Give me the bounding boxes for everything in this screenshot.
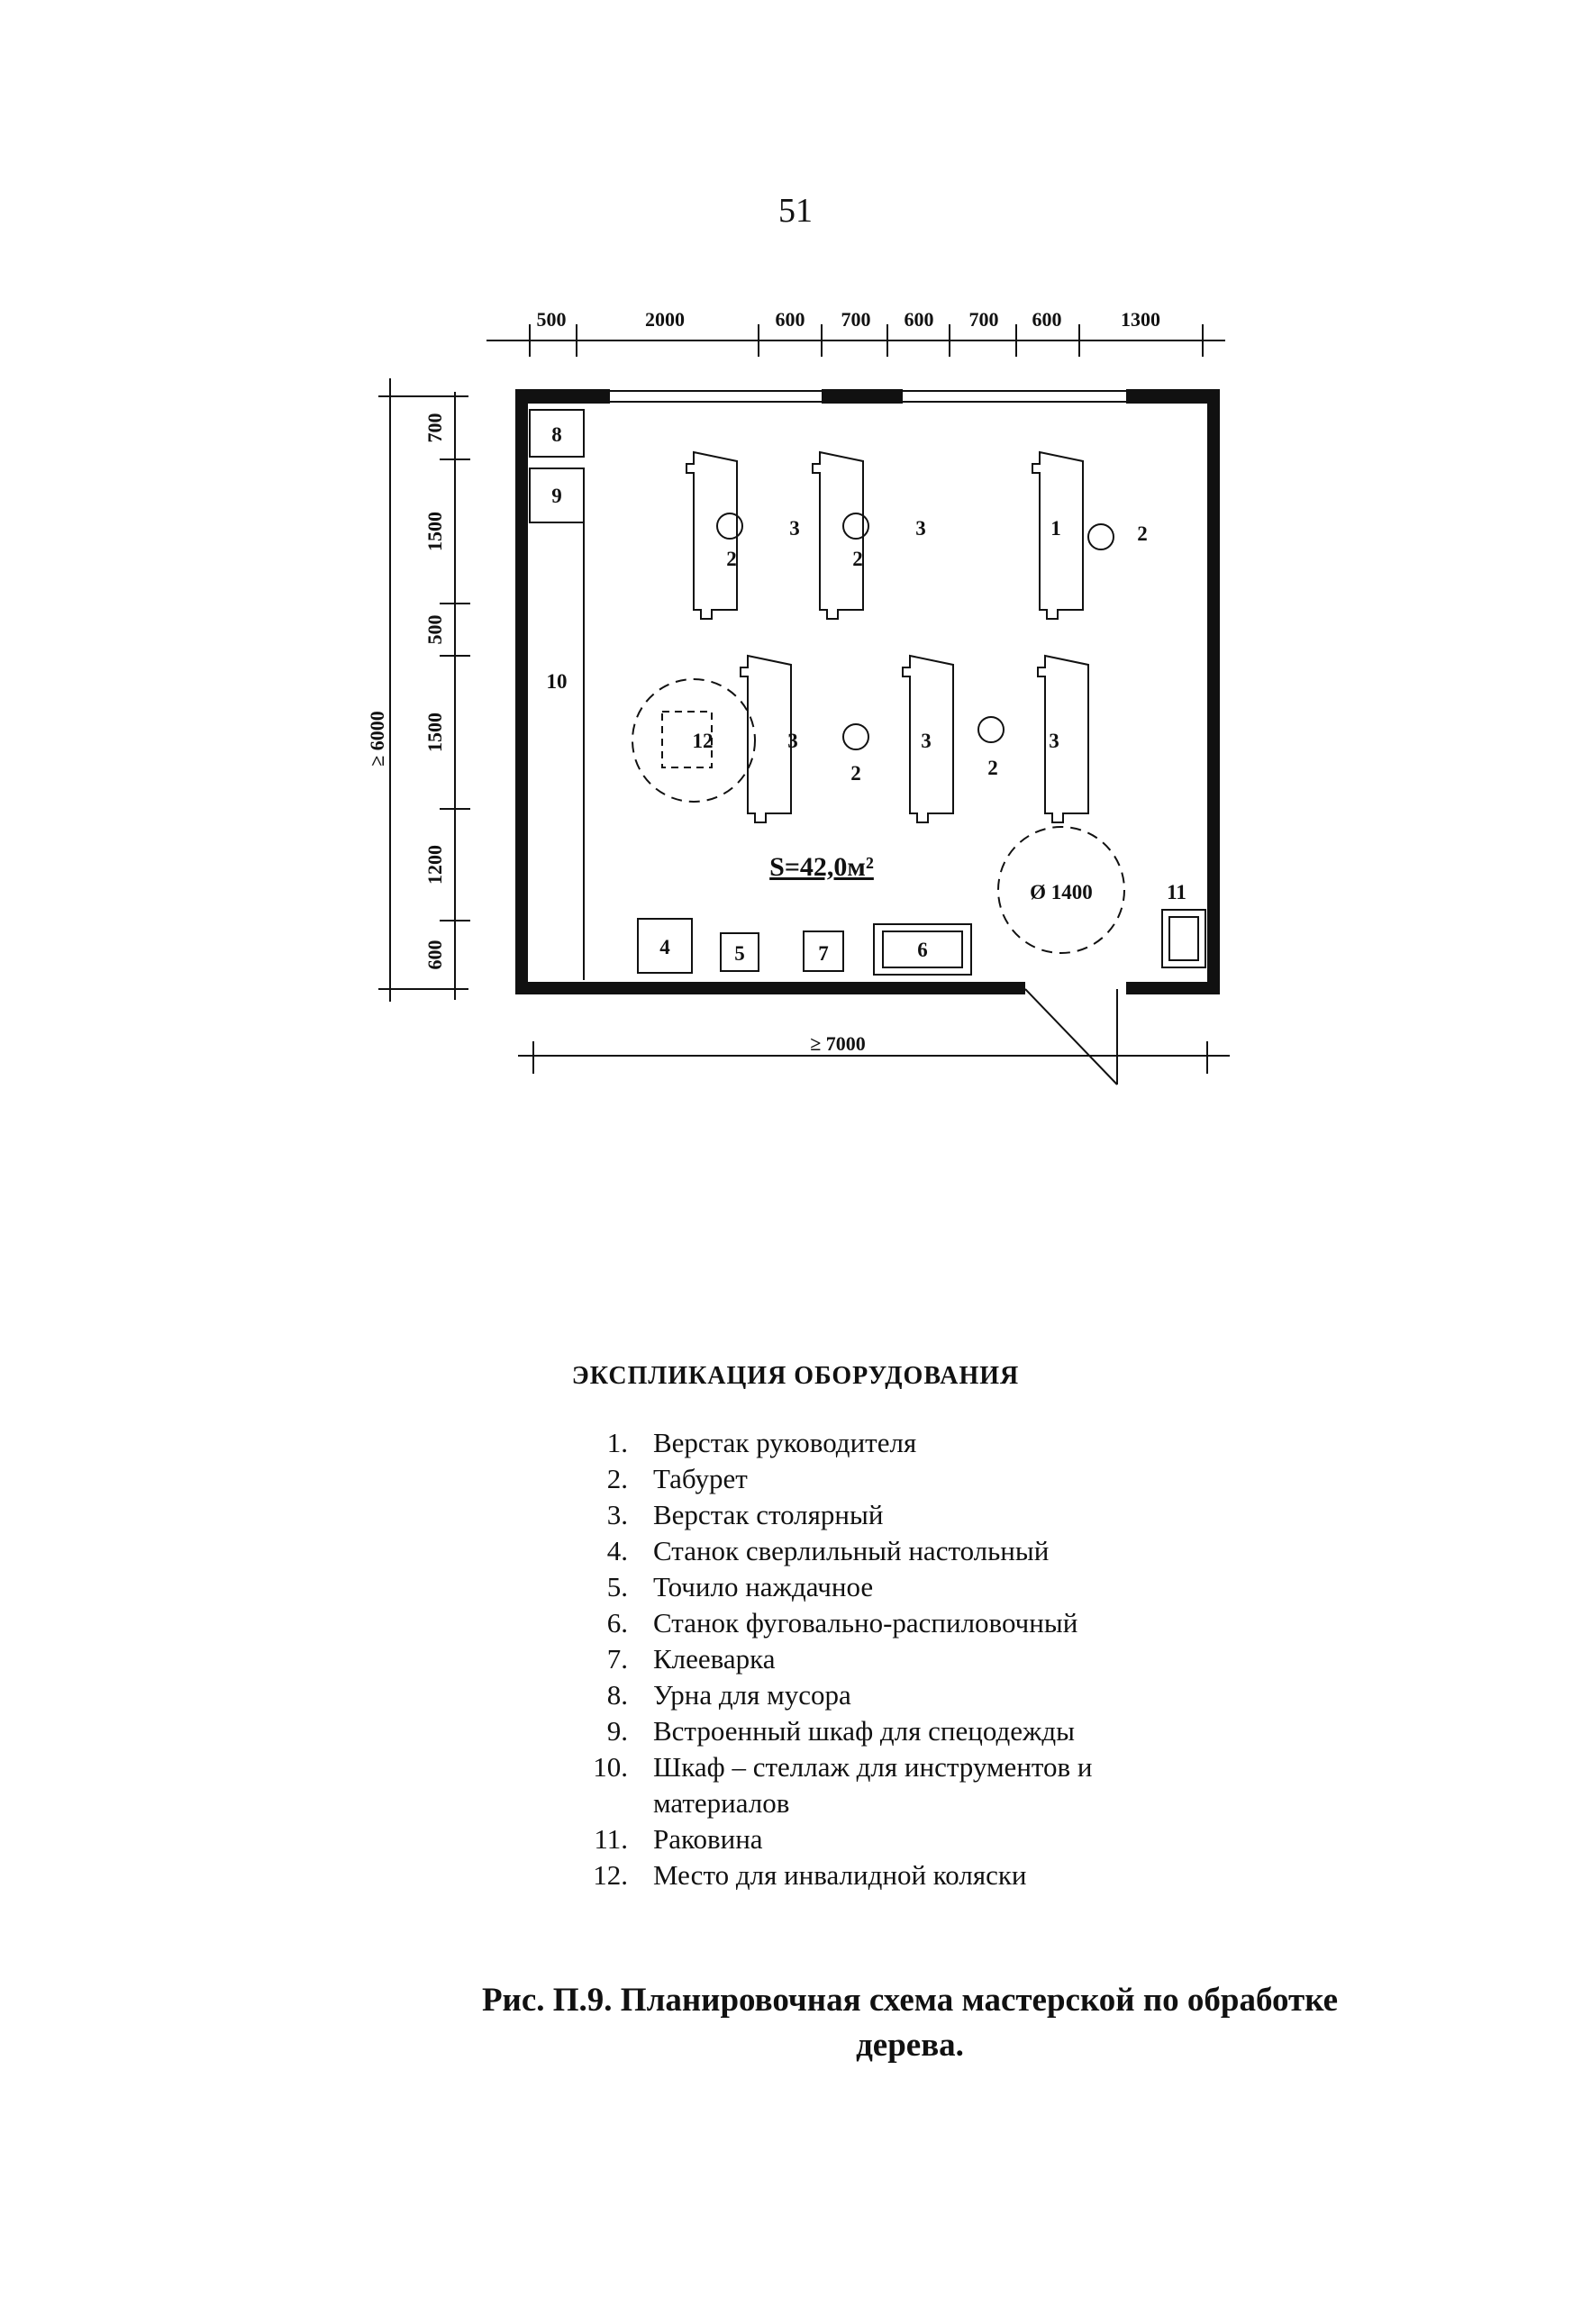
dim-total-width: ≥ 7000 xyxy=(810,1032,866,1055)
label-bench-3: 3 xyxy=(787,730,798,752)
legend-item: 8.Урна для мусора xyxy=(606,1679,851,1711)
windows xyxy=(610,390,1126,403)
label-bench-3: 3 xyxy=(789,517,800,540)
legend-list: 1.Верстак руководителя 2.Табурет 3.Верст… xyxy=(541,1425,1225,1893)
walls xyxy=(515,389,1220,994)
top-dimension-ticks xyxy=(529,324,1204,357)
bench-3 xyxy=(686,450,738,620)
room-area: S=42,0м² xyxy=(769,852,874,882)
turning-circle xyxy=(997,826,1125,954)
stool-2 xyxy=(842,723,869,750)
label-6: 6 xyxy=(917,939,928,961)
label-4: 4 xyxy=(659,936,670,958)
legend-item: 12.Место для инвалидной коляски xyxy=(593,1859,1027,1891)
label-stool-2: 2 xyxy=(987,757,998,779)
legend-title: ЭКСПЛИКАЦИЯ ОБОРУДОВАНИЯ xyxy=(571,1362,1020,1390)
bench-3 xyxy=(740,654,792,823)
label-stool-2: 2 xyxy=(852,548,863,570)
caption-line-2: дерева. xyxy=(856,2027,964,2064)
wardrobe-9 xyxy=(529,468,585,523)
grinder-5 xyxy=(720,932,759,972)
workshop-floor-plan: 500 2000 600 700 600 700 600 1300 700 15… xyxy=(366,308,1230,1085)
legend-item: 3.Верстак столярный xyxy=(606,1499,884,1530)
legend-item: 4.Станок сверлильный настольный xyxy=(606,1535,1050,1566)
workbenches xyxy=(686,450,1089,823)
left-dimension-ticks xyxy=(378,395,470,990)
label-bench-3: 3 xyxy=(921,730,932,752)
dim-left-1: 1500 xyxy=(423,512,446,551)
turning-circle-label: Ø 1400 xyxy=(1030,881,1093,903)
legend-item: 9.Встроенный шкаф для спецодежды xyxy=(606,1715,1076,1747)
stool-2 xyxy=(842,513,869,540)
figure-caption: Рис. П.9. Планировочная схема мастерской… xyxy=(396,1978,1423,2068)
dim-top-1: 2000 xyxy=(645,308,685,331)
label-11: 11 xyxy=(1167,881,1186,903)
dim-left-3: 1500 xyxy=(423,713,446,752)
dim-left-0: 700 xyxy=(423,413,446,443)
legend-item: 1.Верстак руководителя xyxy=(606,1427,917,1458)
caption-line-1: Рис. П.9. Планировочная схема мастерской… xyxy=(481,1982,1339,2019)
dim-total-height: ≥ 6000 xyxy=(366,711,388,767)
dim-top-6: 600 xyxy=(1032,308,1062,331)
page-number: 51 xyxy=(778,192,813,230)
trash-bin-8 xyxy=(529,409,585,458)
legend-item: 10.Шкаф – стеллаж для инструментов и мат… xyxy=(593,1751,1093,1819)
drill-4 xyxy=(637,918,693,974)
label-12: 12 xyxy=(693,730,714,752)
dim-left-4: 1200 xyxy=(423,845,446,885)
legend-item: 11.Раковина xyxy=(594,1823,763,1855)
legend-item: 7.Клееварка xyxy=(606,1643,776,1675)
legend-item: 2.Табурет xyxy=(606,1463,748,1494)
wheelchair-place xyxy=(632,678,756,803)
label-7: 7 xyxy=(818,942,829,965)
bench-3 xyxy=(1037,654,1089,823)
stools xyxy=(716,513,1114,750)
dim-top-4: 600 xyxy=(905,308,934,331)
bench-3 xyxy=(812,450,864,620)
bench-teacher-1 xyxy=(1032,450,1084,620)
label-stool-2: 2 xyxy=(726,548,737,570)
label-stool-2: 2 xyxy=(850,762,861,785)
label-9: 9 xyxy=(551,485,562,507)
dim-top-0: 500 xyxy=(537,308,567,331)
dim-top-3: 700 xyxy=(841,308,871,331)
label-bench-1: 1 xyxy=(1050,517,1061,540)
stool-2 xyxy=(1087,523,1114,550)
legend-item: 6.Станок фуговально-распиловочный xyxy=(606,1607,1078,1639)
dim-top-5: 700 xyxy=(969,308,999,331)
dim-top-2: 600 xyxy=(776,308,805,331)
label-8: 8 xyxy=(551,423,562,446)
door xyxy=(1024,988,1118,1085)
glue-pot-7 xyxy=(803,931,844,972)
label-5: 5 xyxy=(734,942,745,965)
stool-2 xyxy=(716,513,743,540)
dim-top-7: 1300 xyxy=(1121,308,1160,331)
stool-2 xyxy=(977,716,1005,743)
dim-left-5: 600 xyxy=(423,940,446,970)
dim-left-2: 500 xyxy=(423,615,446,645)
label-bench-3: 3 xyxy=(915,517,926,540)
label-bench-3: 3 xyxy=(1049,730,1059,752)
sink-11 xyxy=(1161,909,1206,968)
jointer-6 xyxy=(873,923,972,976)
bench-3 xyxy=(902,654,954,823)
legend-item: 5.Точило наждачное xyxy=(606,1571,874,1602)
label-10: 10 xyxy=(547,670,568,693)
label-stool-2: 2 xyxy=(1137,522,1148,545)
